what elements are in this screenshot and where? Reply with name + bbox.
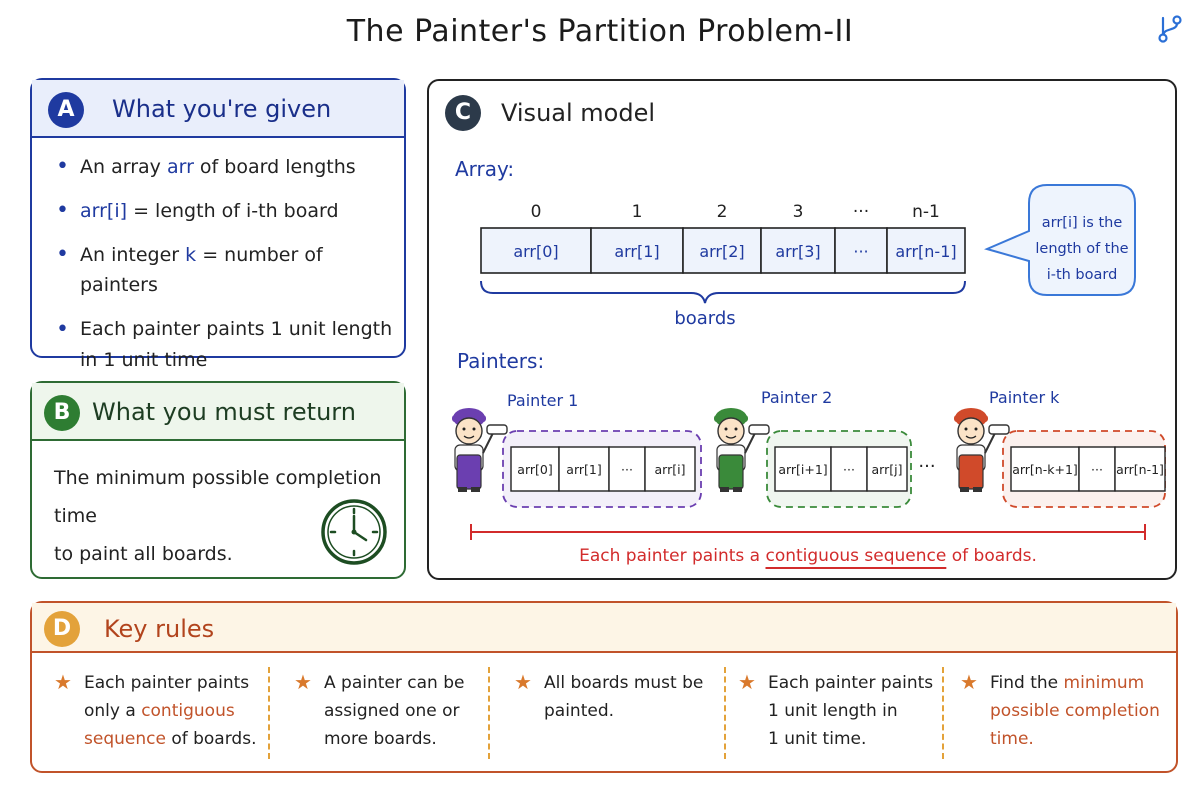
- badge-d: D: [44, 611, 80, 647]
- git-branch-icon[interactable]: [1155, 14, 1185, 44]
- boards-label: boards: [674, 308, 735, 329]
- array-index-label: 2: [717, 202, 728, 222]
- array-cell: [480, 227, 592, 274]
- given-list: An array arr of board lengths arr[i] = l…: [54, 152, 394, 390]
- panel-given-header: A What you're given: [32, 80, 404, 138]
- panel-return-header: B What you must return: [32, 383, 404, 441]
- star-icon: ★: [54, 670, 72, 694]
- star-icon: ★: [514, 670, 532, 694]
- panel-given-title: What you're given: [112, 95, 332, 123]
- painter-cell: [1114, 446, 1166, 492]
- painter-cell-label: arr[0]: [517, 462, 552, 477]
- painter-cell: [830, 446, 868, 492]
- code-arr: arr: [166, 156, 194, 178]
- given-item-array: An array arr of board lengths: [54, 152, 394, 182]
- rule-separator: [488, 667, 490, 759]
- panel-rules-header: D Key rules: [32, 603, 1176, 653]
- array-index-label: ···: [853, 202, 869, 222]
- painter-cell-label: ···: [843, 462, 855, 477]
- painter-cell-label: arr[i]: [655, 462, 686, 477]
- array-index-label: 1: [632, 202, 643, 222]
- panel-return: B What you must return The minimum possi…: [30, 381, 406, 579]
- panel-rules-title: Key rules: [104, 615, 215, 643]
- array-index-label: 0: [531, 202, 542, 222]
- painter-cell: [558, 446, 610, 492]
- array-label: Array:: [455, 157, 515, 181]
- bubble-line-3: i-th board: [1047, 267, 1118, 283]
- bubble-line-2: length of the: [1035, 241, 1128, 257]
- painter-cell-label: arr[1]: [566, 462, 601, 477]
- panel-visual-title: Visual model: [501, 99, 656, 127]
- rule-separator: [268, 667, 270, 759]
- given-item-arr-i: arr[i] = length of i-th board: [54, 196, 394, 226]
- page-title: The Painter's Partition Problem-II: [346, 14, 854, 49]
- painter-cell: [866, 446, 908, 492]
- contiguous-note: Each painter paints a contiguous sequenc…: [579, 546, 1037, 566]
- star-icon: ★: [294, 670, 312, 694]
- contiguous-emphasis: contiguous sequence: [765, 546, 946, 566]
- painter-cell: [1010, 446, 1080, 492]
- array-cell: [834, 227, 888, 274]
- array-cell-label: arr[2]: [699, 242, 744, 261]
- given-item-k: An integer k = number of painters: [54, 240, 394, 300]
- array-cell: [760, 227, 836, 274]
- clock-icon: [321, 499, 387, 565]
- array-cell: [682, 227, 762, 274]
- painter-cell-label: arr[j]: [872, 462, 903, 477]
- painter-cell-label: ···: [621, 462, 633, 477]
- bubble-line-1: arr[i] is the: [1042, 215, 1123, 231]
- panel-return-title: What you must return: [92, 398, 356, 426]
- painter-name: Painter 1: [507, 391, 578, 410]
- array-cell-label: ···: [853, 242, 868, 261]
- array-cell: [590, 227, 684, 274]
- array-index-label: n-1: [912, 202, 940, 222]
- badge-a: A: [48, 92, 84, 128]
- code-k: k: [185, 244, 197, 266]
- painter-cell-label: ···: [1091, 462, 1103, 477]
- panel-visual-model: C Visual model Array: Painters: 0 1 2 3 ··· n…: [427, 79, 1177, 580]
- painter-cell: [644, 446, 696, 492]
- painter-name: Painter k: [989, 388, 1060, 407]
- rule-separator: [724, 667, 726, 759]
- array-cell: [886, 227, 966, 274]
- painter-figure-icon: [714, 408, 770, 492]
- star-icon: ★: [960, 670, 978, 694]
- painter-cell: [1078, 446, 1116, 492]
- painter-cell: [510, 446, 560, 492]
- painter-figure-icon: [452, 408, 508, 492]
- array-cell-label: arr[1]: [614, 242, 659, 261]
- painter-cell-label: arr[n-1]: [1116, 462, 1164, 477]
- rule-separator: [942, 667, 944, 759]
- code-arr-i: arr[i]: [80, 200, 128, 222]
- painter-figure-icon: [954, 408, 1010, 492]
- badge-c: C: [445, 95, 481, 131]
- painter-name: Painter 2: [761, 388, 832, 407]
- painter-cell-label: arr[i+1]: [778, 462, 827, 477]
- star-icon: ★: [738, 670, 756, 694]
- visual-model-diagram: 0 1 2 3 ··· n-1 arr[0] arr[1] arr[2] arr[3] ··· ar…: [452, 184, 1166, 569]
- painter-cell-label: arr[n-k+1]: [1012, 462, 1078, 477]
- array-cell-label: arr[n-1]: [895, 242, 956, 261]
- between-painters-dots: ···: [918, 456, 935, 477]
- badge-b: B: [44, 395, 80, 431]
- array-index-label: 3: [793, 202, 804, 222]
- array-cell-label: arr[0]: [513, 242, 558, 261]
- panel-given: A What you're given An array arr of boar…: [30, 78, 406, 371]
- painter-cell: [608, 446, 646, 492]
- array-cell-label: arr[3]: [775, 242, 820, 261]
- painters-label: Painters:: [457, 349, 545, 373]
